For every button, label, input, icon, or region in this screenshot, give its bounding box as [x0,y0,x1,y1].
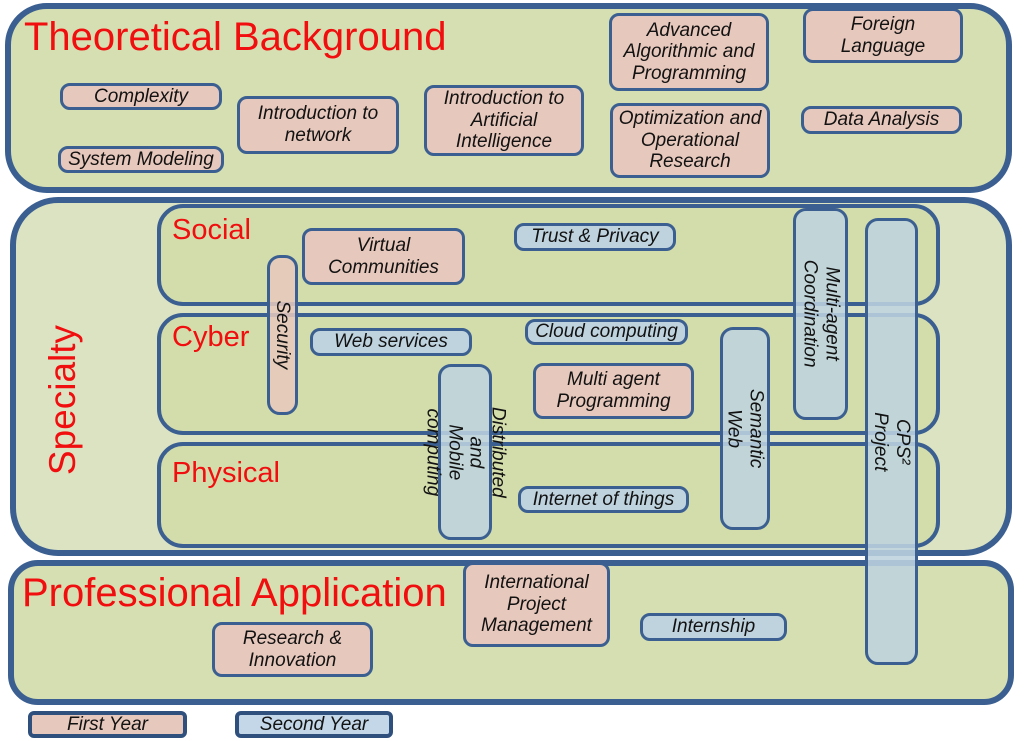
row-social-title: Social [172,214,251,246]
row-physical-title: Physical [172,457,280,489]
course-distributed-and-mobile-computing-label: Distributed and Mobile computing [422,406,509,498]
course-complexity: Complexity [60,83,222,110]
course-internet-of-things: Internet of things [518,486,689,513]
legend-second-year: Second Year [235,711,393,738]
course-introduction-to-network: Introduction to network [237,96,399,154]
course-cloud-computing: Cloud computing [525,319,688,345]
professional-application-title: Professional Application [22,571,447,615]
course-optimization-and-operational-research: Optimization and Operational Research [610,103,770,178]
course-distributed-and-mobile-computing: Distributed and Mobile computing [422,364,508,540]
course-data-analysis: Data Analysis [801,106,962,134]
specialty-title: Specialty [42,324,83,476]
legend-first-year: First Year [28,711,187,738]
course-trust-and-privacy: Trust & Privacy [514,223,676,251]
course-internship: Internship [640,613,787,641]
course-introduction-to-artificial-intelligence: Introduction to Artificial Intelligence [424,85,584,156]
course-virtual-communities: Virtual Communities [302,228,465,285]
course-security-label: Security [272,300,294,370]
course-semantic-web-label: Semantic Web [724,388,767,469]
course-multi-agent-coordination: Multi-agent Coordination [793,208,848,420]
theoretical-background-title: Theoretical Background [24,15,447,59]
course-web-services: Web services [310,328,472,356]
course-multi-agent-programming: Multi agent Programming [533,363,694,419]
course-cps2-project-label: CPS² Project [870,411,914,472]
course-multi-agent-coordination-label: Multi-agent Coordination [799,260,843,368]
course-semantic-web: Semantic Web [720,327,770,530]
row-cyber-title: Cyber [172,321,250,353]
course-research-and-innovation: Research & Innovation [212,622,373,677]
course-security: Security [267,255,298,415]
course-system-modeling: System Modeling [58,146,224,173]
course-cps2-project: CPS² Project [865,218,918,665]
course-international-project-management: International Project Management [463,562,610,647]
course-foreign-language: Foreign Language [803,8,963,63]
course-advanced-algorithmic-and-programming: Advanced Algorithmic and Programming [609,13,769,91]
